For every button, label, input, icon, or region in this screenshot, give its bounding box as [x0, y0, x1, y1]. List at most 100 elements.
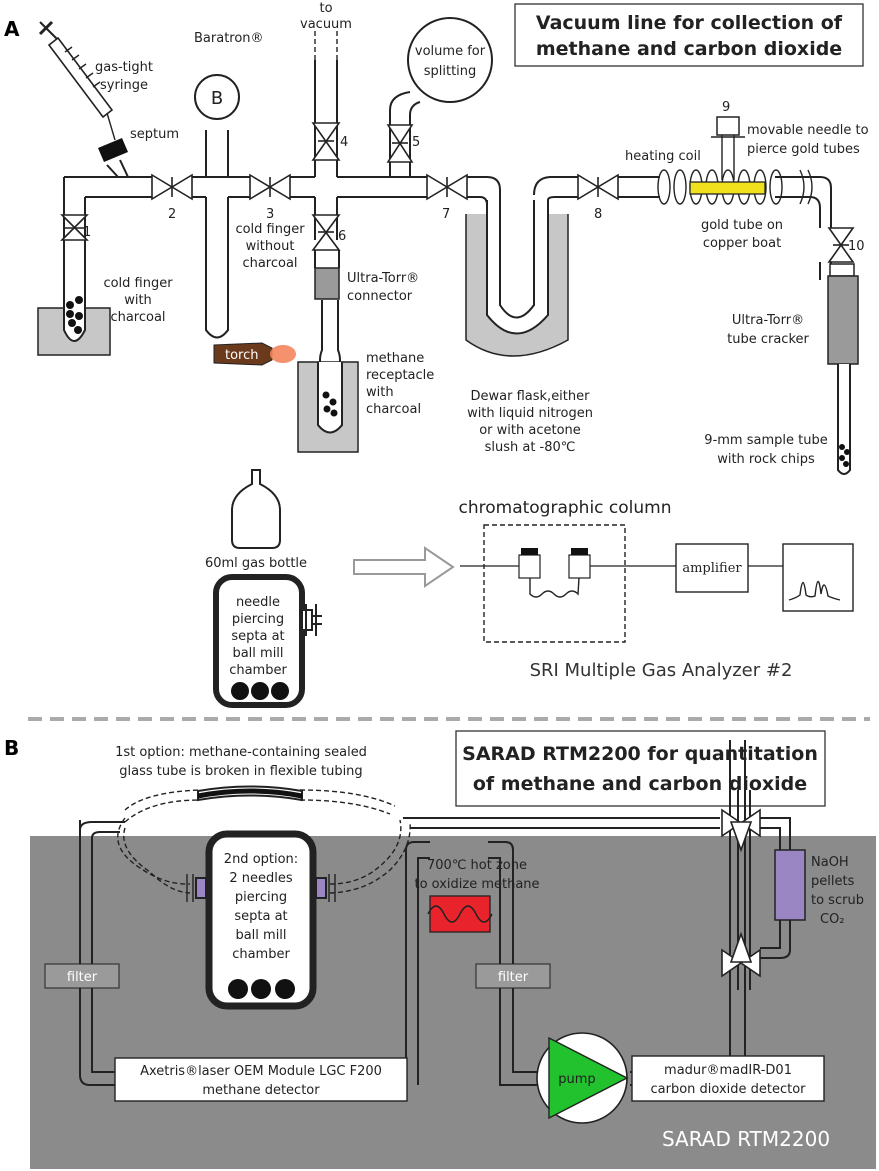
- valve-8-label: 8: [594, 207, 602, 222]
- valve-6-label: 6: [338, 229, 346, 244]
- valve-1-label: 1: [83, 225, 91, 240]
- baratron-letter: B: [211, 88, 223, 109]
- opt2-label-1: 2nd option:: [224, 852, 298, 867]
- dewar-label-1: Dewar flask,either: [471, 389, 591, 404]
- flow-arrow: [353, 546, 455, 588]
- to-vacuum-label-1: to: [319, 1, 332, 16]
- axetris-label-1: Axetris®laser OEM Module LGC F200: [140, 1064, 382, 1079]
- ultra-torr-label-2: connector: [347, 289, 413, 304]
- chrom-column-box: [483, 524, 626, 643]
- opt2-label-5: ball mill: [235, 928, 286, 943]
- naoh-column: [774, 849, 806, 921]
- cold-finger-no-label-3: charcoal: [242, 256, 297, 271]
- hot-zone-label-2: to oxidize methane: [414, 877, 539, 892]
- gold-tube-label-2: copper boat: [703, 236, 781, 251]
- rock-chips: [839, 444, 850, 467]
- valve-7-label: 7: [442, 207, 450, 222]
- cold-finger-no-label-2: without: [246, 239, 295, 254]
- cold-finger-charcoal-label-3: charcoal: [110, 310, 165, 325]
- panel-b-title-line1: SARAD RTM2200 for quantitation: [462, 743, 818, 765]
- axetris-label-2: methane detector: [202, 1083, 320, 1098]
- cold-finger-with-charcoal: [63, 250, 86, 342]
- panel-a-title-line1: Vacuum line for collection of: [536, 12, 843, 34]
- flexible-tubing-dashed: [117, 789, 411, 894]
- gold-tube: [689, 181, 766, 195]
- filter-left: [44, 963, 120, 989]
- valve-4-label: 4: [340, 135, 348, 150]
- cold-finger-no-label-1: cold finger: [235, 222, 305, 237]
- needle-ports-b: [195, 877, 327, 899]
- sarad-base-label: SARAD RTM2200: [662, 1127, 830, 1151]
- panel-a-letter: A: [4, 17, 20, 41]
- hot-zone-label-1: 700℃ hot zone: [427, 858, 527, 873]
- cracker-label-1: Ultra-Torr®: [732, 313, 804, 328]
- madur-label-2: carbon dioxide detector: [650, 1082, 806, 1097]
- cold-finger-charcoal-label-2: with: [124, 293, 152, 308]
- needle-pierce-label-5: chamber: [229, 663, 287, 678]
- methane-receptacle-label-1: methane: [366, 351, 424, 366]
- valve-set: [60, 122, 855, 263]
- torch-label: torch: [225, 348, 259, 363]
- splitting-volume: [407, 17, 493, 103]
- panel-b-letter: B: [4, 736, 19, 760]
- needle-pierce-label-1: needle: [236, 595, 280, 610]
- u-trap-inner: [499, 200, 535, 319]
- methane-receptacle-label-2: receptacle: [366, 368, 434, 383]
- methane-receptacle-label-4: charcoal: [366, 402, 421, 417]
- opt1-label-2: glass tube is broken in flexible tubing: [119, 764, 362, 779]
- methane-receptacle-label-3: with: [366, 385, 394, 400]
- heating-coil: [657, 169, 813, 205]
- opt1-label-1: 1st option: methane-containing sealed: [115, 745, 367, 760]
- sample-tube-label-1: 9-mm sample tube: [704, 433, 827, 448]
- three-way-valves: [721, 808, 761, 978]
- volume-label-1: volume for: [415, 44, 486, 59]
- valve-9-label: 9: [722, 100, 730, 115]
- axetris-detector: [114, 1057, 408, 1102]
- valve-10-label: 10: [848, 239, 865, 254]
- gas-tight-syringe: [38, 20, 116, 141]
- needle-pierce-label-3: septa at: [231, 629, 284, 644]
- panel-b-title-box: [455, 730, 826, 807]
- to-vacuum-label-2: vacuum: [300, 17, 352, 32]
- baratron-gauge: [194, 74, 240, 120]
- needle-label-2: pierce gold tubes: [747, 142, 860, 157]
- charcoal-pellets-2: [322, 391, 338, 417]
- madur-detector: [631, 1055, 825, 1102]
- filter-mid-label: filter: [498, 970, 529, 985]
- dewar-label-3: or with acetone: [479, 423, 581, 438]
- amplifier-label: amplifier: [682, 561, 742, 576]
- ball-mill-chamber-a: [213, 574, 305, 708]
- panel-a-title-box: [514, 3, 864, 67]
- torch-flame: [270, 345, 296, 363]
- naoh-label-3: to scrub: [811, 893, 864, 908]
- cold-finger-charcoal-label-1: cold finger: [103, 276, 173, 291]
- amplifier-box: [675, 543, 749, 593]
- valve-2-label: 2: [168, 207, 176, 222]
- septum-block: [98, 138, 128, 162]
- panel-a-title-line2: methane and carbon dioxide: [536, 38, 842, 60]
- dewar-label-2: with liquid nitrogen: [467, 406, 593, 421]
- ball-mill-chamber-b: [205, 830, 317, 1010]
- column-coil: [529, 577, 580, 598]
- ultra-torr-label-1: Ultra-Torr®: [347, 271, 419, 286]
- pump-triangle: [548, 1036, 629, 1120]
- valve-5-label: 5: [412, 135, 420, 150]
- needle-pierce-label-4: ball mill: [232, 646, 283, 661]
- ultra-torr-connector: [314, 267, 340, 300]
- baratron-label: Baratron®: [194, 31, 264, 46]
- ball-mill-balls-b: [228, 979, 295, 999]
- opt2-label-6: chamber: [232, 947, 290, 962]
- sarad-base: [30, 836, 876, 1169]
- syringe-label-2: syringe: [100, 78, 148, 93]
- sample-tube-label-2: with rock chips: [717, 452, 815, 467]
- dewar-label-4: slush at -80℃: [485, 440, 576, 455]
- cracker-label-2: tube cracker: [727, 332, 809, 347]
- needle-label-1: movable needle to: [747, 123, 869, 138]
- pump-label: pump: [558, 1072, 595, 1087]
- panel-b-title-line2: of methane and carbon dioxide: [473, 773, 807, 795]
- torch: [213, 342, 273, 366]
- ball-mill-balls-a: [231, 682, 289, 700]
- sri-label: SRI Multiple Gas Analyzer #2: [530, 660, 793, 681]
- hot-zone-coil: [427, 905, 493, 923]
